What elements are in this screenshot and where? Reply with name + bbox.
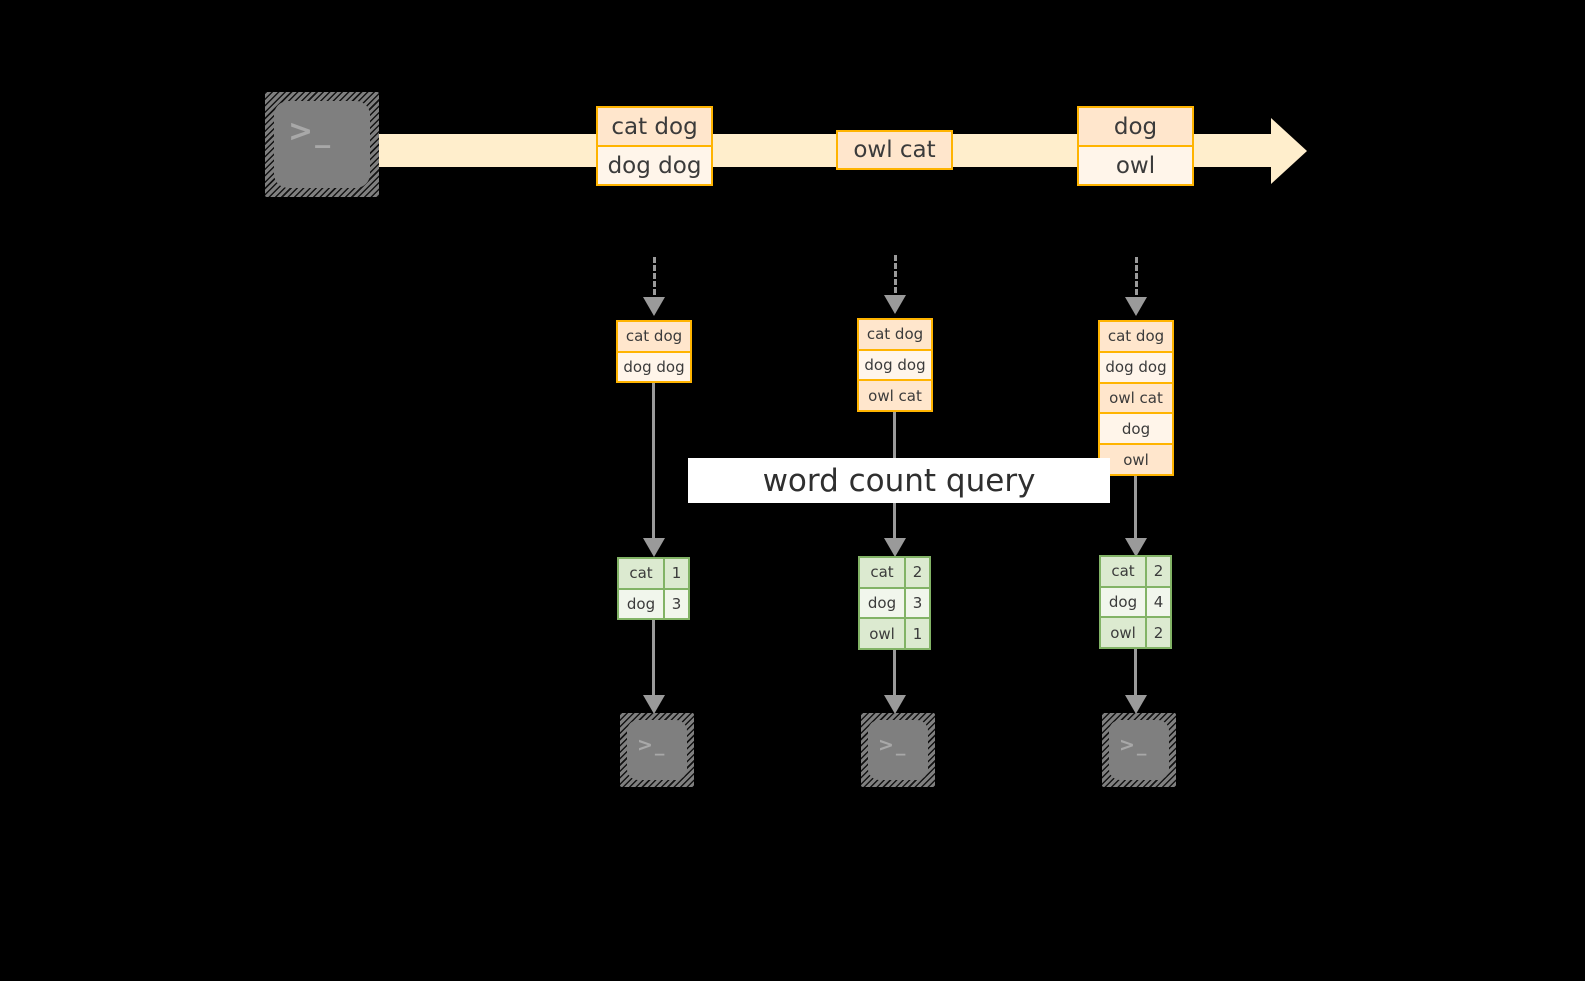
snapshot-3-line-1: cat dog (1100, 322, 1172, 353)
result-table-2-row-2: dog 3 (860, 588, 929, 620)
result-table-2[interactable]: cat 2 dog 3 owl 1 (858, 556, 931, 650)
result-2-word-3: owl (860, 619, 906, 649)
stream-arrow-head (1271, 118, 1307, 184)
snapshot-to-result-arrowhead-3 (1125, 538, 1147, 557)
snapshot-2-line-2: dog dog (859, 350, 931, 382)
result-to-sink-arrowhead-1 (643, 695, 665, 714)
source-terminal-screen: >_ (274, 101, 370, 188)
result-2-word-2: dog (860, 588, 906, 618)
result-to-sink-line-3 (1134, 649, 1137, 695)
stream-record-2-line-1: owl cat (838, 132, 951, 168)
result-table-1[interactable]: cat 1 dog 3 (617, 557, 690, 620)
terminal-prompt-glyph: >_ (878, 734, 908, 756)
result-1-word-2: dog (619, 589, 665, 618)
snapshot-1-line-2: dog dog (618, 352, 690, 381)
result-2-count-3: 1 (906, 619, 929, 649)
result-3-count-1: 2 (1147, 557, 1170, 586)
stream-to-snapshot-arrowhead-3 (1125, 297, 1147, 316)
snapshot-3-line-2: dog dog (1100, 352, 1172, 384)
snapshot-box-3[interactable]: cat dog dog dog owl cat dog owl (1098, 320, 1174, 476)
snapshot-box-2[interactable]: cat dog dog dog owl cat (857, 318, 933, 412)
stream-record-1-line-2: dog dog (598, 147, 711, 184)
snapshot-2-line-3: owl cat (859, 381, 931, 411)
result-to-sink-arrowhead-2 (884, 695, 906, 714)
stream-record-3-line-2: owl (1079, 147, 1192, 184)
stream-record-3[interactable]: dog owl (1077, 106, 1194, 186)
sink-terminal-screen-3: >_ (1109, 720, 1169, 780)
result-2-count-1: 2 (906, 558, 929, 587)
result-3-word-1: cat (1101, 557, 1147, 586)
result-3-count-2: 4 (1147, 587, 1170, 617)
snapshot-1-line-1: cat dog (618, 322, 690, 353)
result-table-1-row-2: dog 3 (619, 589, 688, 618)
result-2-count-2: 3 (906, 588, 929, 618)
snapshot-box-1[interactable]: cat dog dog dog (616, 320, 692, 383)
result-to-sink-arrowhead-3 (1125, 695, 1147, 714)
query-label-text: word count query (762, 462, 1036, 499)
stream-to-snapshot-line-1 (653, 257, 656, 295)
result-table-2-row-3: owl 1 (860, 619, 929, 649)
source-terminal-icon[interactable]: >_ (265, 92, 379, 197)
stream-record-3-line-1: dog (1079, 108, 1192, 147)
snapshot-3-line-3: owl cat (1100, 383, 1172, 415)
stream-record-1-line-1: cat dog (598, 108, 711, 147)
stream-to-snapshot-line-2 (894, 255, 897, 293)
result-table-3-row-2: dog 4 (1101, 587, 1170, 619)
stream-record-1[interactable]: cat dog dog dog (596, 106, 713, 186)
snapshot-to-result-arrowhead-2 (884, 538, 906, 557)
result-to-sink-line-2 (893, 650, 896, 695)
result-1-count-1: 1 (665, 559, 688, 588)
result-table-2-row-1: cat 2 (860, 558, 929, 589)
sink-terminal-icon-3[interactable]: >_ (1102, 713, 1176, 787)
snapshot-to-result-line-3 (1134, 476, 1137, 538)
stream-to-snapshot-line-3 (1135, 257, 1138, 295)
snapshot-3-line-4: dog (1100, 414, 1172, 446)
terminal-prompt-glyph: >_ (288, 114, 333, 149)
stream-to-snapshot-arrowhead-1 (643, 297, 665, 316)
query-label-band: word count query (688, 458, 1110, 503)
result-table-3-row-3: owl 2 (1101, 618, 1170, 648)
result-table-3-row-1: cat 2 (1101, 557, 1170, 588)
result-3-count-3: 2 (1147, 618, 1170, 648)
result-to-sink-line-1 (652, 620, 655, 695)
sink-terminal-icon-2[interactable]: >_ (861, 713, 935, 787)
sink-terminal-screen-2: >_ (868, 720, 928, 780)
terminal-prompt-glyph: >_ (637, 734, 667, 756)
result-table-1-row-1: cat 1 (619, 559, 688, 590)
snapshot-2-line-1: cat dog (859, 320, 931, 351)
result-3-word-2: dog (1101, 587, 1147, 617)
result-3-word-3: owl (1101, 618, 1147, 648)
result-1-count-2: 3 (665, 589, 688, 618)
stream-to-snapshot-arrowhead-2 (884, 295, 906, 314)
result-table-3[interactable]: cat 2 dog 4 owl 2 (1099, 555, 1172, 649)
result-1-word-1: cat (619, 559, 665, 588)
snapshot-to-result-line-1 (652, 383, 655, 538)
snapshot-3-line-5: owl (1100, 445, 1172, 474)
stream-record-2[interactable]: owl cat (836, 130, 953, 170)
sink-terminal-screen-1: >_ (627, 720, 687, 780)
terminal-prompt-glyph: >_ (1119, 734, 1149, 756)
sink-terminal-icon-1[interactable]: >_ (620, 713, 694, 787)
result-2-word-1: cat (860, 558, 906, 587)
snapshot-to-result-arrowhead-1 (643, 538, 665, 557)
